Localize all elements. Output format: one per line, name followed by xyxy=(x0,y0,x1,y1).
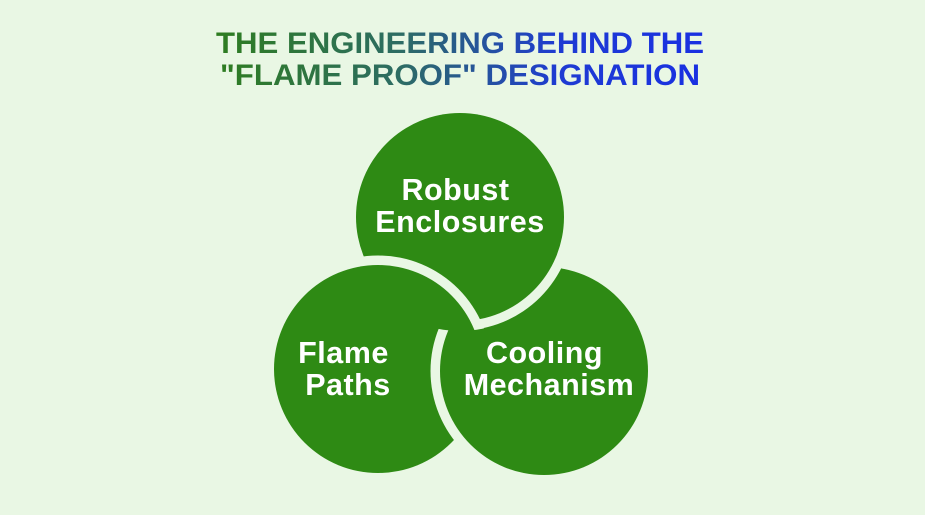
label-flame-line-1: Flame xyxy=(298,336,389,370)
flame-circle xyxy=(274,265,482,473)
circle-cooling-overlay xyxy=(430,257,658,485)
label-robust-line-2: Enclosures xyxy=(375,205,544,239)
label-cooling-line-1: Cooling xyxy=(486,336,603,370)
label-flame-line-2: Paths xyxy=(305,368,391,402)
label-cooling-mechanism: Cooling Mechanism xyxy=(464,336,635,402)
title-line-2: "FLAME PROOF" DESIGNATION xyxy=(220,59,700,92)
label-robust-line-1: Robust xyxy=(401,173,509,207)
title-line-1: THE ENGINEERING BEHIND THE xyxy=(216,27,704,60)
cooling-overlay-circle xyxy=(440,267,648,475)
page-title: THE ENGINEERING BEHIND THE "FLAME PROOF"… xyxy=(216,27,704,92)
label-flame-paths: Flame Paths xyxy=(298,336,398,402)
circle-flame-paths xyxy=(264,255,492,483)
label-robust-enclosures: Robust Enclosures xyxy=(375,173,544,239)
label-cooling-line-2: Mechanism xyxy=(464,368,635,402)
